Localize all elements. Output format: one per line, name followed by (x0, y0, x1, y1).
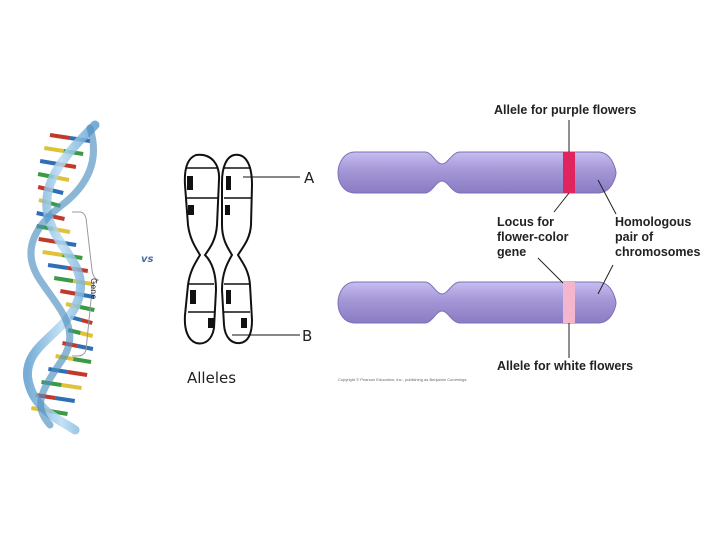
gene-bracket (72, 211, 100, 357)
chromosome-bands (187, 176, 247, 328)
dna-base-pair (79, 305, 95, 312)
locus-label-line-3: gene (497, 245, 527, 259)
dna-base-pair (43, 146, 65, 153)
allele-label-a: A (304, 169, 315, 187)
dna-base-pair (60, 289, 78, 296)
dna-base-pair (49, 133, 71, 140)
dna-strand-back (27, 124, 97, 429)
dna-base-pair (61, 383, 82, 390)
homologous-label-line-3: chromosomes (615, 245, 701, 259)
homologous-label-line-1: Homologous (615, 215, 692, 229)
left-chromatid (183, 153, 221, 345)
gene-label: Gene (89, 278, 98, 300)
homologous-pair (337, 120, 617, 358)
homologous-label: Homologous pair of chromosomes (615, 215, 700, 260)
leader-locus-top (553, 192, 570, 213)
dna-base-pair (79, 331, 94, 338)
leader-homologous-top (597, 179, 617, 215)
dna-base-pair (77, 344, 94, 351)
chromosome-bottom (337, 281, 617, 324)
chromosome-top (337, 151, 617, 194)
sketch-chromosome (183, 153, 300, 345)
dna-base-pair (47, 263, 69, 270)
dna-base-pair (42, 250, 63, 257)
locus-label-line-2: flower-color (497, 230, 569, 244)
purple-allele-band (563, 152, 575, 193)
leader-homologous-bottom (597, 264, 614, 295)
white-allele-band (563, 282, 575, 323)
dna-base-pair (54, 396, 76, 403)
dna-base-pair (80, 318, 93, 325)
dna-base-pair (38, 237, 58, 244)
dna-strand-front (23, 120, 100, 435)
allele-purple-label: Allele for purple flowers (494, 103, 637, 117)
dna-helix (23, 120, 100, 435)
right-chromatid (220, 153, 254, 345)
leader-locus-bottom (537, 257, 564, 284)
allele-label-b: B (302, 327, 313, 345)
dna-base-pair (39, 159, 59, 166)
copyright-note: Copyright © Pearson Education, Inc., pub… (338, 377, 468, 382)
dna-base-pair (53, 276, 74, 283)
homologous-label-line-2: pair of (615, 230, 654, 244)
allele-white-label: Allele for white flowers (497, 359, 634, 373)
locus-label-line-1: Locus for (497, 215, 554, 229)
locus-label: Locus for flower-color gene (497, 215, 569, 260)
dna-base-pair (67, 370, 88, 377)
alleles-caption: Alleles (187, 369, 237, 387)
vs-label: vs (141, 254, 154, 265)
dna-base-pair (73, 357, 92, 364)
